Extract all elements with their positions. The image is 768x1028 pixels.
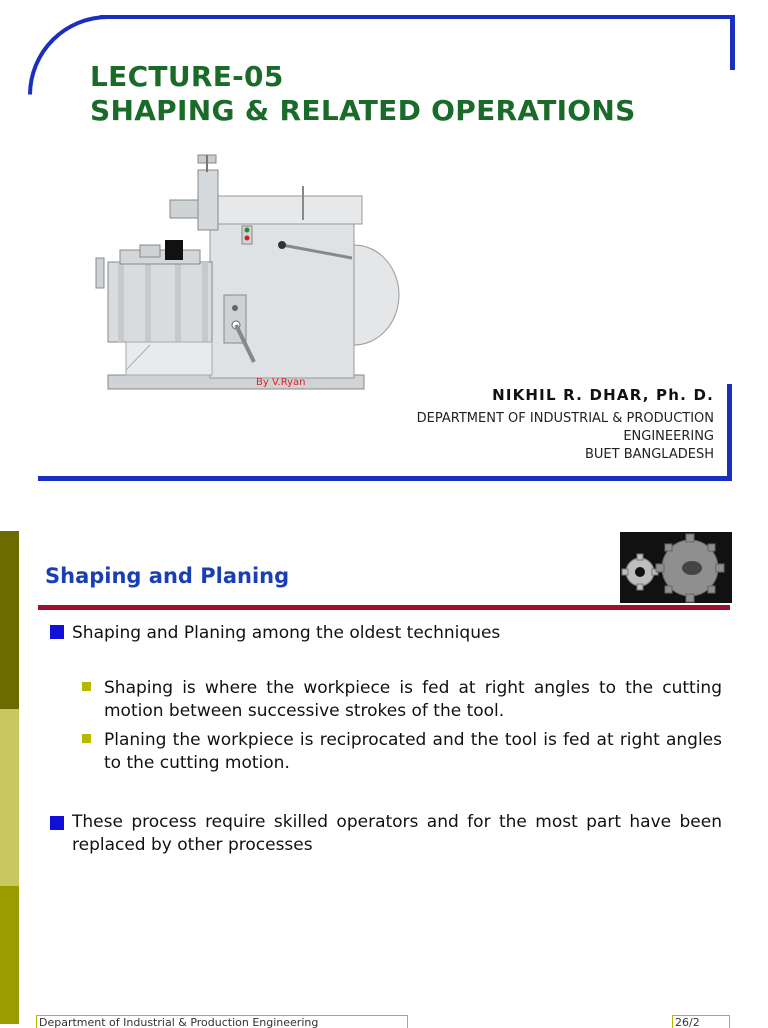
department-line-2: ENGINEERING	[623, 429, 714, 444]
sub-bullet-1-text: Shaping is where the workpiece is fed at…	[104, 678, 722, 721]
frame-bottom-line	[38, 476, 732, 481]
heading-rule	[38, 605, 730, 610]
sub-bullet-square-icon	[82, 734, 91, 743]
lecture-topic: SHAPING & RELATED OPERATIONS	[90, 94, 636, 127]
frame-right-bottom	[727, 384, 732, 480]
bullet-1: Shaping and Planing among the oldest tec…	[50, 623, 500, 643]
slide-heading: Shaping and Planing	[45, 564, 290, 588]
bullet-square-icon	[50, 816, 64, 830]
sub-bullet-1: Shaping is where the workpiece is fed at…	[82, 677, 722, 723]
bullet-2: These process require skilled operators …	[50, 811, 722, 857]
page-number: 26/2	[675, 1016, 700, 1028]
sub-bullet-2-text: Planing the workpiece is reciprocated an…	[104, 730, 722, 773]
bullet-2-text: These process require skilled operators …	[72, 812, 722, 855]
illustration-credit: By V.Ryan	[256, 377, 305, 388]
department-line-1: DEPARTMENT OF INDUSTRIAL & PRODUCTION	[416, 411, 714, 426]
author-block: NIKHIL R. DHAR, Ph. D. DEPARTMENT OF IND…	[417, 386, 714, 464]
frame-top-line	[100, 15, 734, 19]
sidebar-segment-mid	[0, 886, 19, 1024]
footer-right: 26/2	[672, 1015, 730, 1028]
sidebar-segment-light	[0, 709, 19, 886]
author-name: NIKHIL R. DHAR, Ph. D.	[492, 386, 714, 404]
shaping-machine-illustration: By V.Ryan	[95, 154, 400, 390]
lecture-title: LECTURE-05 SHAPING & RELATED OPERATIONS	[90, 60, 636, 128]
footer-left: Department of Industrial & Production En…	[36, 1015, 408, 1028]
content-slide: Shaping and Planing	[0, 531, 768, 1028]
lecture-number: LECTURE-05	[90, 60, 284, 93]
frame-right-top	[730, 15, 735, 70]
bullet-1-text: Shaping and Planing among the oldest tec…	[72, 623, 501, 643]
title-slide: LECTURE-05 SHAPING & RELATED OPERATIONS	[0, 0, 768, 495]
institution: BUET BANGLADESH	[584, 447, 714, 462]
slide-gap	[0, 495, 768, 531]
sidebar-segment-dark	[0, 531, 19, 709]
footer-left-text: Department of Industrial & Production En…	[39, 1016, 319, 1028]
sub-bullet-square-icon	[82, 682, 91, 691]
bullet-square-icon	[50, 625, 64, 639]
sub-bullet-2: Planing the workpiece is reciprocated an…	[82, 729, 722, 775]
gears-icon	[620, 532, 732, 603]
